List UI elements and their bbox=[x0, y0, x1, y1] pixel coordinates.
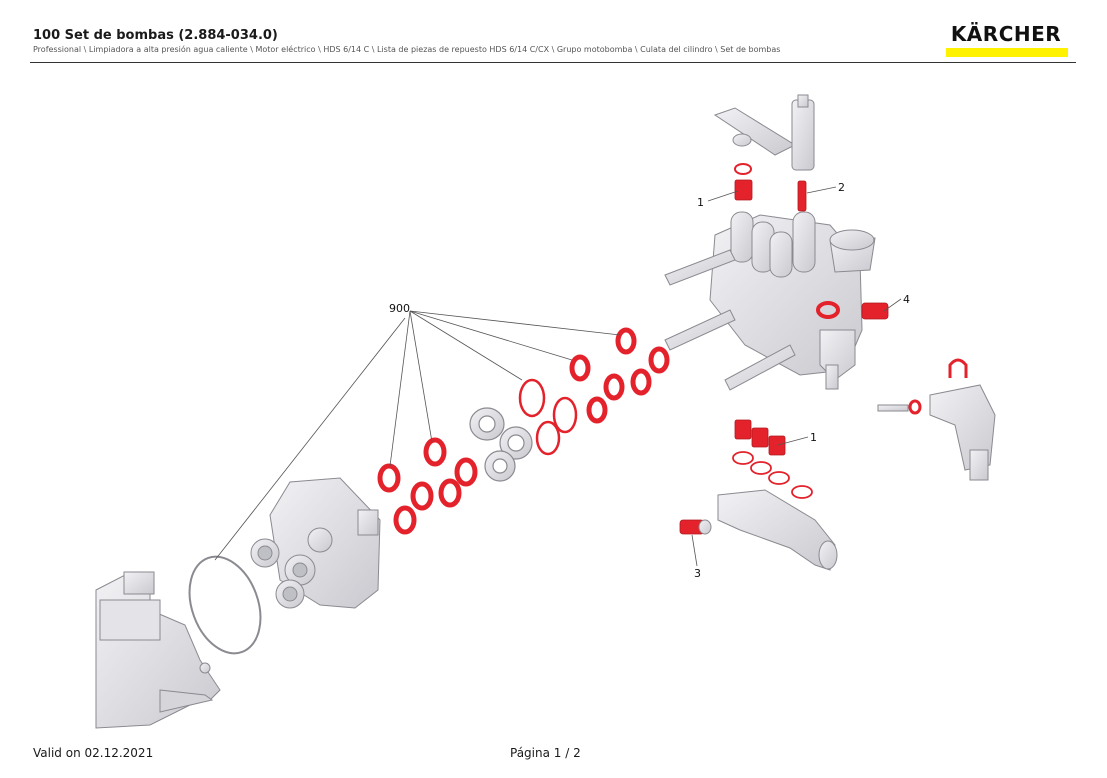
header-divider bbox=[30, 62, 1076, 63]
motor-housing bbox=[95, 571, 221, 729]
karcher-logo: KÄRCHER bbox=[944, 22, 1068, 58]
exploded-view-diagram: 1 2 4 900 1 3 bbox=[95, 94, 996, 729]
valve-assembly-top bbox=[713, 94, 815, 171]
page-header: 100 Set de bombas (2.884-034.0) Professi… bbox=[33, 28, 1073, 54]
logo-wordmark: KÄRCHER bbox=[950, 22, 1062, 46]
valid-date: Valid on 02.12.2021 bbox=[33, 746, 154, 760]
cylinder-head bbox=[664, 211, 876, 391]
callout-4: 4 bbox=[903, 293, 910, 306]
elbow-fitting bbox=[877, 358, 996, 481]
page-title: 100 Set de bombas (2.884-034.0) bbox=[33, 28, 278, 43]
red-seal-rings bbox=[377, 327, 670, 535]
pump-housing bbox=[250, 477, 381, 609]
callout-3: 3 bbox=[694, 567, 701, 580]
callout-1-top: 1 bbox=[697, 196, 704, 209]
red-valve-parts bbox=[679, 163, 889, 535]
callout-leaders bbox=[691, 186, 902, 567]
small-red-o-rings bbox=[732, 451, 813, 499]
logo-yellow-bar bbox=[946, 48, 1068, 57]
large-o-ring bbox=[188, 555, 262, 655]
breadcrumb: Professional \ Limpiadora a alta presión… bbox=[33, 45, 781, 54]
page-number: Página 1 / 2 bbox=[510, 746, 581, 760]
callout-2: 2 bbox=[838, 181, 845, 194]
valve-block bbox=[698, 489, 838, 571]
callout-900: 900 bbox=[389, 302, 410, 315]
gray-bushings bbox=[469, 407, 533, 482]
callout-900-leaders bbox=[214, 310, 621, 561]
callout-1-mid: 1 bbox=[810, 431, 817, 444]
